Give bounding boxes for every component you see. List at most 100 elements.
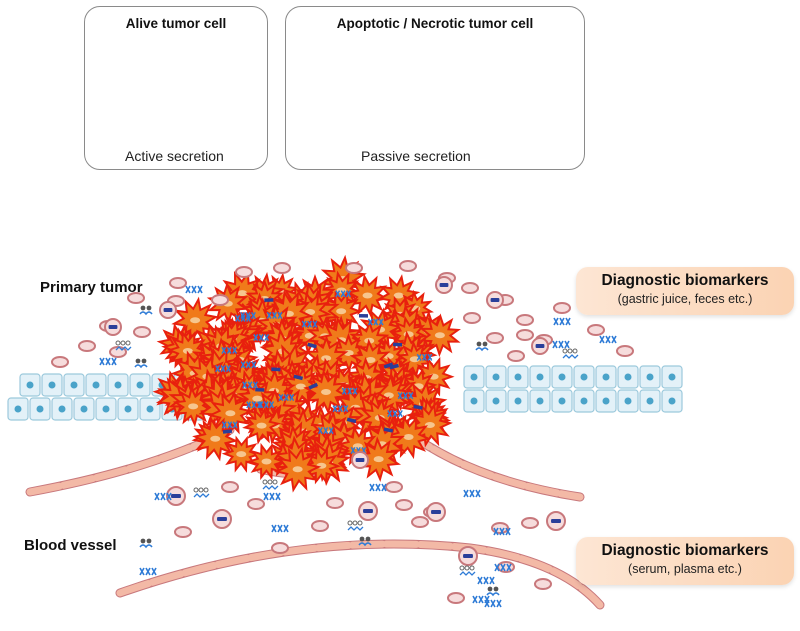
vesicle [534,578,552,590]
dna-fragment-icon [99,357,117,366]
tumor-cell-nucleus [237,290,248,297]
alive-tumor-cell-panel: Alive tumor cell Active secretion [84,6,268,170]
dna-fragment-icon [266,311,283,319]
protein-cargo [355,458,365,462]
cell-nucleus [26,381,34,389]
vesicle [271,542,289,554]
protein-cargo [383,362,394,369]
protein-cargo [413,404,423,410]
dna-fragment-icon [494,563,512,572]
molecule-cluster-icon [139,305,153,316]
biomarker-box-gastric: Diagnostic biomarkers (gastric juice, fe… [576,267,794,315]
tumor-cell-nucleus [409,356,420,363]
protein-cargo [293,374,304,381]
tumor-cell-nucleus [321,389,332,396]
vesicle [521,517,539,529]
protein-cargo [383,427,394,433]
dna-fragment-icon [263,492,281,501]
vesicle [516,314,534,326]
secreted-biomarkers [51,260,634,608]
protein-cargo [389,363,399,370]
tumor-cell-nucleus [321,355,332,362]
cell-nucleus [48,381,56,389]
dna-fragment-icon [397,392,414,400]
tumor-cell-nucleus [225,410,236,417]
cell-nucleus [58,405,66,413]
dna-fragment-icon [278,394,295,402]
molecule-cluster-icon [139,538,153,549]
dna-fragment-icon [253,333,269,341]
dna-fragment-icon [477,576,495,585]
vesicle [51,356,69,368]
vesicle [411,516,429,528]
tumor-cell-nucleus [383,392,394,399]
cell-nucleus [36,405,44,413]
cell-nucleus [136,381,144,389]
protein-cargo [392,342,403,347]
dna-fragment-icon [341,387,358,395]
cell-nucleus [668,373,676,381]
cell-nucleus [470,373,478,381]
biomarker-title: Diagnostic biomarkers [601,542,769,559]
cell-nucleus [646,397,654,405]
cell-nucleus [146,405,154,413]
cell-nucleus [514,373,522,381]
protein-cargo [271,367,281,372]
rna-fragment-icon [459,565,476,576]
cell-nucleus [580,373,588,381]
protein-cargo [217,517,227,521]
protein-cargo [108,325,118,329]
protein-cargo [163,308,173,312]
dna-fragment-icon [240,312,256,320]
dna-fragment-icon [242,381,258,389]
protein-cargo [255,387,265,392]
tumor-cell-nucleus [434,332,445,339]
vessel-wall-lower [116,540,604,609]
dna-fragment-icon [332,405,349,413]
cell-nucleus [668,397,676,405]
cell-nucleus [492,397,500,405]
protein-cargo [490,298,500,302]
vesicle [516,329,534,341]
rna-fragment-icon [562,348,579,359]
apoptotic-panel-title: Apoptotic / Necrotic tumor cell [336,16,534,31]
protein-cargo [346,417,357,424]
dna-fragment-icon [553,317,571,326]
dna-fragment-icon [367,318,384,326]
vesicle [169,277,187,289]
dna-fragment-icon [301,320,318,328]
cell-nucleus [646,373,654,381]
cell-nucleus [114,381,122,389]
vesicle [174,526,192,538]
tumor-cell-nucleus [182,347,193,354]
tumor-cell-nucleus [365,357,376,364]
cell-nucleus [536,373,544,381]
tumor-cell-nucleus [295,383,306,390]
tumor-cell-nucleus [362,292,373,299]
dna-fragment-icon [235,314,251,322]
vesicle [247,498,265,510]
vesicle [273,262,291,274]
vesicle [211,294,229,306]
rna-fragment-icon [193,487,210,498]
tumor-cell-nucleus [188,403,199,410]
vesicle [235,266,253,278]
tumor-cell-nucleus [256,422,267,429]
cell-nucleus [602,373,610,381]
vessel-wall-right [400,425,585,502]
molecule-cluster-icon [134,358,148,369]
vesicle [385,481,403,493]
dna-fragment-icon [416,353,433,361]
cell-nucleus [558,373,566,381]
tumor-cell-nucleus [403,434,414,441]
tumor-cell-nucleus [393,292,404,299]
vesicle [133,326,151,338]
cell-nucleus [14,405,22,413]
biomarker-source: (gastric juice, feces etc.) [617,292,753,306]
protein-cargo [551,519,561,523]
dna-fragment-icon [246,401,262,409]
vessel-wall-right [401,426,584,501]
cell-nucleus [92,381,100,389]
vesicle [587,324,605,336]
dna-fragment-icon [185,285,203,294]
